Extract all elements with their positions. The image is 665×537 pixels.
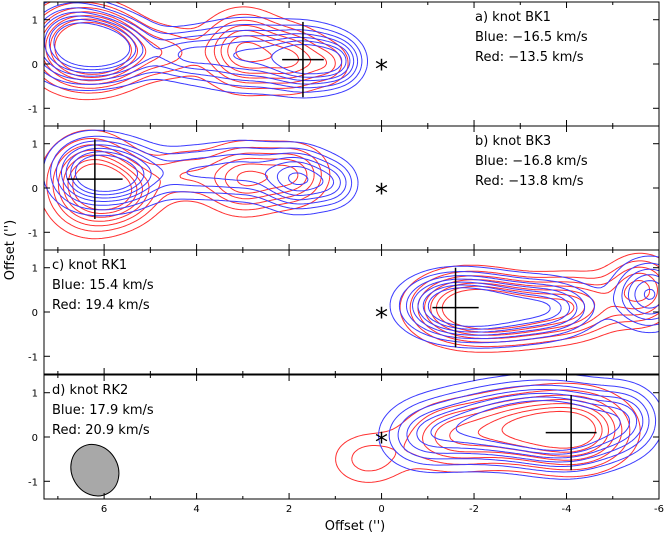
axis-text-group: Offset ('') Offset ('') [3,220,385,534]
red-contour-3 [424,272,658,340]
x-tick-label: -2 [469,504,479,515]
blue-contour-4 [44,15,351,82]
panel-d-text-2: Red: 20.9 km/s [52,423,150,438]
x-tick-label: -4 [562,504,572,515]
red-contour-6 [501,410,596,449]
blue-contour-0 [378,375,659,480]
y-tick-label: 1 [32,389,38,400]
panel-d-text-0: d) knot RK2 [52,383,128,398]
panel-b-text-0: b) knot BK3 [475,134,551,149]
blue-contour-1 [398,262,659,344]
panel-a-text-2: Red: −13.5 km/s [475,50,584,65]
blue-contour-1 [44,2,363,93]
panel-c-text-0: c) knot RK1 [52,258,127,273]
panel-a-text-0: a) knot BK1 [475,10,551,25]
blue-contour-1 [50,135,353,211]
blue-contour-5 [430,396,631,455]
y-tick-label: 0 [32,433,38,444]
red-contour-3 [57,149,308,222]
blue-contour-3 [44,11,355,85]
red-contour-4 [45,15,312,82]
blue-contour-0 [44,129,359,217]
blue-contour-2 [55,140,347,206]
x-tick-label: 2 [286,504,292,515]
source-star-icon: * [375,55,388,85]
x-tick-labels: 6 4 2 0 -2 -4 -6 [101,504,664,515]
y-tick-label: -1 [28,477,38,488]
red-contour-5 [49,18,299,78]
x-tick-label: -6 [654,504,664,515]
blue-contour-3 [412,274,659,336]
blue-contour-5 [48,19,347,78]
y-tick-label: 0 [32,184,38,195]
blue-contour-0 [389,255,659,349]
y-tick-label: 0 [32,308,38,319]
y-tick-label: -1 [28,352,38,363]
blue-contour-6 [427,287,551,327]
panel-b-plot-area [44,129,359,240]
x-axis-label: Offset ('') [325,519,385,534]
panel-c-text-1: Blue: 15.4 km/s [52,278,154,293]
x-tick-label: 4 [193,504,199,515]
red-contour-0 [44,2,349,101]
blue-contour-0 [44,2,368,99]
x-tick-label: 6 [101,504,107,515]
panel-b-text-1: Blue: −16.8 km/s [475,154,588,169]
blue-contour-2 [397,384,650,467]
blue-contour-3 [406,389,644,463]
red-contour-6 [441,289,575,330]
blue-contour-6 [455,400,621,451]
blue-contour-5 [422,284,656,330]
y-tick-label: 1 [32,264,38,275]
panel-a-text-1: Blue: −16.5 km/s [475,30,588,45]
panel-c-text-2: Red: 19.4 km/s [52,298,150,313]
red-contour-1 [44,2,343,94]
blue-contour-2 [406,268,659,340]
y-tick-label: -1 [28,228,38,239]
blue-contour-4 [417,280,659,333]
source-star-icon: * [375,428,388,458]
blue-contour-3 [61,144,341,202]
panel-a-plot-area [44,2,368,101]
beam-ellipse [70,443,120,497]
blue-contour-5 [70,151,324,196]
y-tick-label: 0 [32,60,38,71]
red-contour-1 [46,138,322,232]
y-tick-label: 1 [32,16,38,27]
x-tick-label: 0 [378,504,384,515]
panel-b-text-2: Red: −13.8 km/s [475,174,584,189]
source-star-icon: * [375,303,388,333]
y-axis-label: Offset ('') [3,220,18,280]
panel-c-plot-area [389,252,659,353]
panel-d-plot-area [70,375,659,497]
blue-contour-2 [44,7,359,89]
blue-contour-1 [388,379,657,473]
blue-contour-4 [416,392,638,459]
panel-d-text-1: Blue: 17.9 km/s [52,403,154,418]
blue-contour-6 [53,22,343,75]
y-tick-label: -1 [28,104,38,115]
source-star-icon: * [375,179,388,209]
y-tick-label: 1 [32,140,38,151]
